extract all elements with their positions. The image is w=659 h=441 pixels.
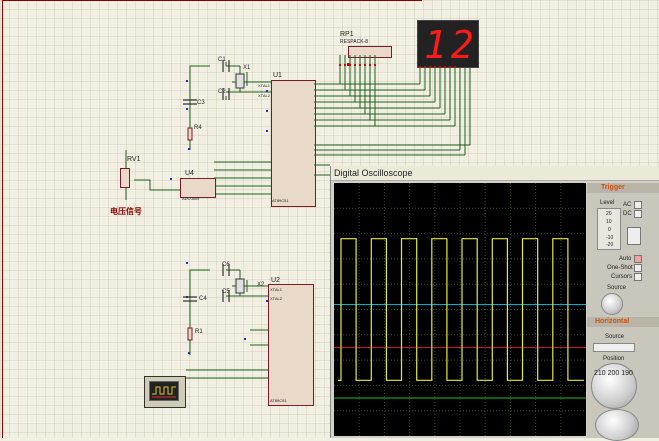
u4-part: ADC0809 (182, 196, 200, 201)
u1-ref: U1 (273, 72, 282, 79)
u1-xtal1: XTAL1 (258, 83, 270, 88)
rp1-part: RESPACK-8 (340, 39, 368, 45)
trigger-header-bar: Trigger (587, 183, 659, 193)
rp1-ref: RP1 (340, 31, 354, 38)
oscilloscope-window[interactable]: Digital Oscilloscope Trigger Level 20 10… (330, 166, 659, 441)
level-tick-neg10: -10 (606, 235, 614, 241)
sheet-border-left (2, 0, 3, 438)
horizontal-source-label: Source (605, 334, 625, 340)
u2-mcu-body[interactable] (268, 284, 314, 406)
u2-xtal1: XTAL1 (270, 287, 282, 292)
position-label: Position (603, 356, 625, 362)
position-value: 210 200 190 (594, 370, 633, 377)
signal-generator-instrument[interactable] (144, 376, 186, 408)
trigger-header: Trigger (601, 184, 625, 191)
horizontal-source-slider[interactable] (593, 343, 635, 352)
signal-generator-screen (149, 381, 179, 401)
trigger-source-label: Source (607, 285, 627, 291)
level-tick-20: 20 (606, 211, 612, 217)
u4-ref: U4 (185, 170, 194, 177)
r4-label: R4 (194, 125, 202, 131)
seven-segment-display[interactable]: 12 (417, 20, 479, 68)
c4-label: C4 (199, 296, 207, 302)
dc-label: DC (623, 211, 632, 217)
c1-label: C1 (218, 57, 226, 63)
c3-label: C3 (197, 100, 205, 106)
oscilloscope-title-bar[interactable]: Digital Oscilloscope (331, 166, 659, 181)
c6-label: C6 (222, 262, 230, 268)
oscilloscope-trace-area (334, 183, 586, 436)
cursors-button[interactable] (634, 273, 642, 281)
sheet-border-top (2, 0, 422, 1)
display-digits: 12 (424, 23, 478, 67)
horizontal-header-bar: Horizontal (587, 317, 659, 327)
u4-adc-body[interactable] (180, 178, 216, 198)
dc-button[interactable] (634, 210, 642, 218)
oscilloscope-title: Digital Oscilloscope (334, 168, 413, 178)
trigger-source-knob[interactable] (601, 293, 623, 315)
edge-toggle[interactable] (627, 227, 641, 245)
u1-mcu-body[interactable] (271, 80, 316, 207)
r1-label: R1 (195, 329, 203, 335)
position-knob[interactable]: 210 200 190 (591, 363, 637, 409)
oneshot-label: One-Shot (607, 265, 633, 271)
oscilloscope-screen (334, 183, 586, 436)
rv1-ref: RV1 (127, 156, 141, 163)
cursors-label: Cursors (611, 274, 633, 280)
level-slider[interactable]: 20 10 0 -10 -20 (597, 208, 621, 250)
voltage-signal-label: 电压信号 (110, 207, 142, 216)
u2-xtal2: XTAL2 (270, 296, 282, 301)
u2-part: AT89C51 (270, 398, 287, 403)
c2-label: C2 (218, 89, 226, 95)
ac-label: AC (623, 202, 632, 208)
c5-label: C5 (222, 289, 230, 295)
x1-label: X1 (243, 65, 251, 71)
level-tick-10: 10 (606, 219, 612, 225)
horizontal-header: Horizontal (595, 318, 630, 325)
square-wave-icon (152, 386, 176, 398)
level-tick-neg20: -20 (606, 242, 614, 248)
auto-button[interactable] (634, 255, 642, 263)
oscilloscope-control-panel: Trigger Level 20 10 0 -10 -20 AC DC Auto… (587, 183, 659, 441)
u2-ref: U2 (271, 277, 280, 284)
ac-button[interactable] (634, 201, 642, 209)
u1-xtal2: XTAL2 (258, 93, 270, 98)
x2-label: X2 (257, 282, 265, 288)
auto-label: Auto (619, 256, 632, 262)
rv1-potentiometer[interactable] (120, 168, 130, 188)
timebase-knob[interactable] (595, 409, 639, 441)
oneshot-button[interactable] (634, 264, 642, 272)
level-label: Level (600, 200, 615, 206)
level-tick-0: 0 (608, 227, 611, 233)
u1-part: AT89C51 (272, 198, 289, 203)
rp1-pin-dot (347, 63, 350, 66)
square-wave-trace (338, 238, 584, 381)
